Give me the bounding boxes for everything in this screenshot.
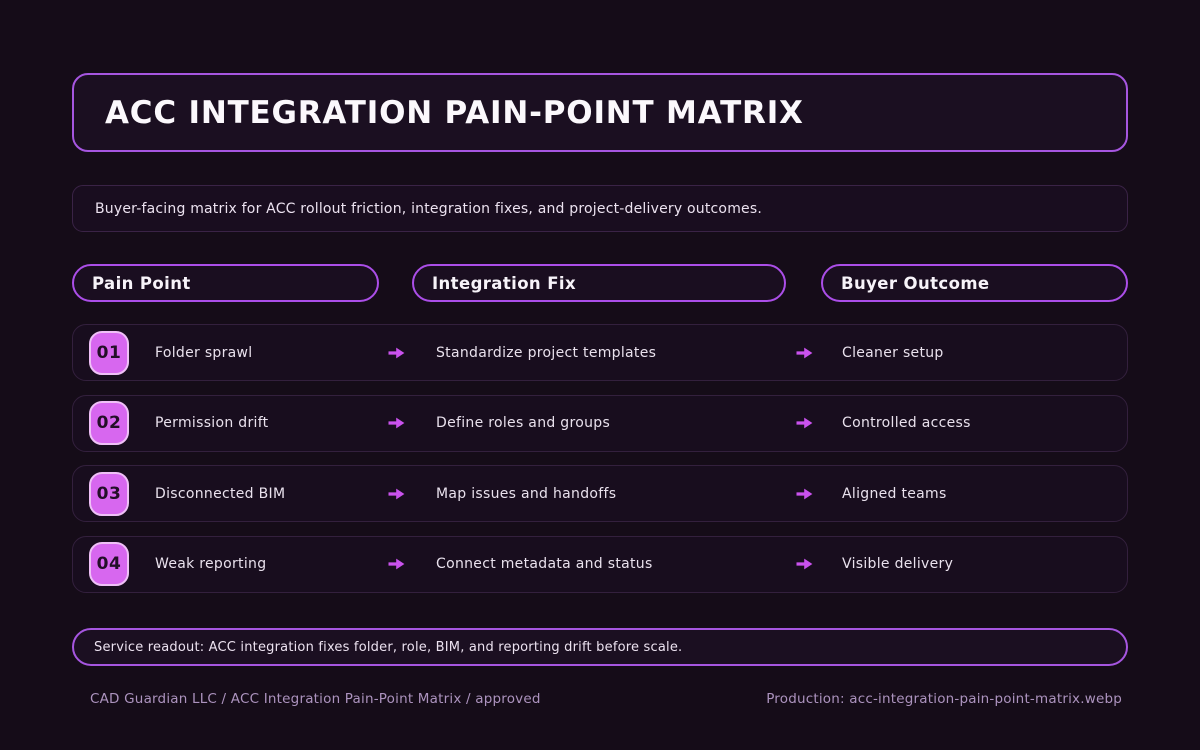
footer-left-text: CAD Guardian LLC / ACC Integration Pain-… bbox=[90, 691, 541, 707]
pain-point-label: Disconnected BIM bbox=[155, 485, 286, 502]
integration-fix-label: Define roles and groups bbox=[436, 415, 611, 431]
integration-fix-cell: Standardize project templates bbox=[413, 325, 787, 380]
integration-fix-cell: Connect metadata and status bbox=[413, 537, 787, 592]
arrow-right-icon bbox=[380, 325, 413, 380]
arrow-right-icon bbox=[380, 466, 413, 521]
row-number-badge: 01 bbox=[89, 330, 129, 375]
buyer-outcome-label: Aligned teams bbox=[842, 485, 947, 502]
title-card: ACC INTEGRATION PAIN-POINT MATRIX bbox=[72, 73, 1128, 152]
pain-point-cell: 03 Disconnected BIM bbox=[73, 466, 380, 521]
pain-point-label: Folder sprawl bbox=[155, 344, 253, 361]
row-number-badge: 02 bbox=[89, 401, 129, 445]
row-number: 01 bbox=[96, 342, 122, 363]
buyer-outcome-label: Visible delivery bbox=[842, 556, 954, 572]
arrow-right-icon bbox=[787, 396, 822, 451]
buyer-outcome-cell: Controlled access bbox=[822, 396, 1129, 451]
service-readout-pill: Service readout: ACC integration fixes f… bbox=[72, 628, 1128, 666]
page-title: ACC INTEGRATION PAIN-POINT MATRIX bbox=[105, 94, 804, 131]
pain-point-cell: 01 Folder sprawl bbox=[73, 325, 380, 380]
row-number: 04 bbox=[96, 554, 122, 574]
table-row: 04 Weak reporting Connect metadata and s… bbox=[72, 535, 1129, 593]
footer-right-text: Production: acc-integration-pain-point-m… bbox=[766, 691, 1122, 707]
row-number: 02 bbox=[96, 413, 122, 433]
arrow-right-icon bbox=[380, 396, 413, 451]
integration-fix-label: Standardize project templates bbox=[436, 344, 657, 361]
integration-fix-cell: Map issues and handoffs bbox=[413, 466, 787, 521]
footer: CAD Guardian LLC / ACC Integration Pain-… bbox=[72, 688, 1128, 710]
integration-fix-label: Map issues and handoffs bbox=[436, 485, 617, 502]
integration-fix-cell: Define roles and groups bbox=[413, 396, 787, 451]
subtitle-card: Buyer-facing matrix for ACC rollout fric… bbox=[72, 185, 1128, 232]
column-header-label: Integration Fix bbox=[432, 273, 576, 293]
page-subtitle: Buyer-facing matrix for ACC rollout fric… bbox=[95, 200, 762, 217]
pain-point-cell: 02 Permission drift bbox=[73, 396, 380, 451]
row-number-badge: 04 bbox=[89, 542, 129, 586]
arrow-right-icon bbox=[787, 325, 822, 380]
matrix-rows: 01 Folder sprawl Standardize project tem… bbox=[72, 324, 1128, 593]
column-header-buyer-outcome: Buyer Outcome bbox=[821, 264, 1128, 302]
column-header-integration-fix: Integration Fix bbox=[412, 264, 786, 302]
column-header-pain-point: Pain Point bbox=[72, 264, 379, 302]
table-row: 02 Permission drift Define roles and gro… bbox=[72, 394, 1129, 452]
column-header-label: Pain Point bbox=[92, 273, 191, 293]
row-number: 03 bbox=[96, 483, 122, 504]
arrow-right-icon bbox=[380, 537, 413, 592]
pain-point-label: Permission drift bbox=[155, 415, 269, 431]
buyer-outcome-label: Controlled access bbox=[842, 415, 971, 431]
column-header-row: Pain Point Integration Fix Buyer Outcome bbox=[72, 264, 1128, 302]
arrow-right-icon bbox=[787, 537, 822, 592]
table-row: 01 Folder sprawl Standardize project tem… bbox=[72, 324, 1128, 381]
pain-point-label: Weak reporting bbox=[155, 556, 267, 572]
buyer-outcome-cell: Aligned teams bbox=[822, 466, 1129, 521]
arrow-right-icon bbox=[787, 466, 822, 521]
row-number-badge: 03 bbox=[89, 471, 129, 516]
buyer-outcome-label: Cleaner setup bbox=[842, 344, 944, 361]
table-row: 03 Disconnected BIM Map issues and hando… bbox=[72, 465, 1128, 522]
integration-fix-label: Connect metadata and status bbox=[436, 556, 653, 572]
buyer-outcome-cell: Cleaner setup bbox=[822, 325, 1129, 380]
service-readout-text: Service readout: ACC integration fixes f… bbox=[94, 639, 683, 655]
buyer-outcome-cell: Visible delivery bbox=[822, 537, 1129, 592]
pain-point-cell: 04 Weak reporting bbox=[73, 537, 380, 592]
column-header-label: Buyer Outcome bbox=[841, 273, 990, 293]
